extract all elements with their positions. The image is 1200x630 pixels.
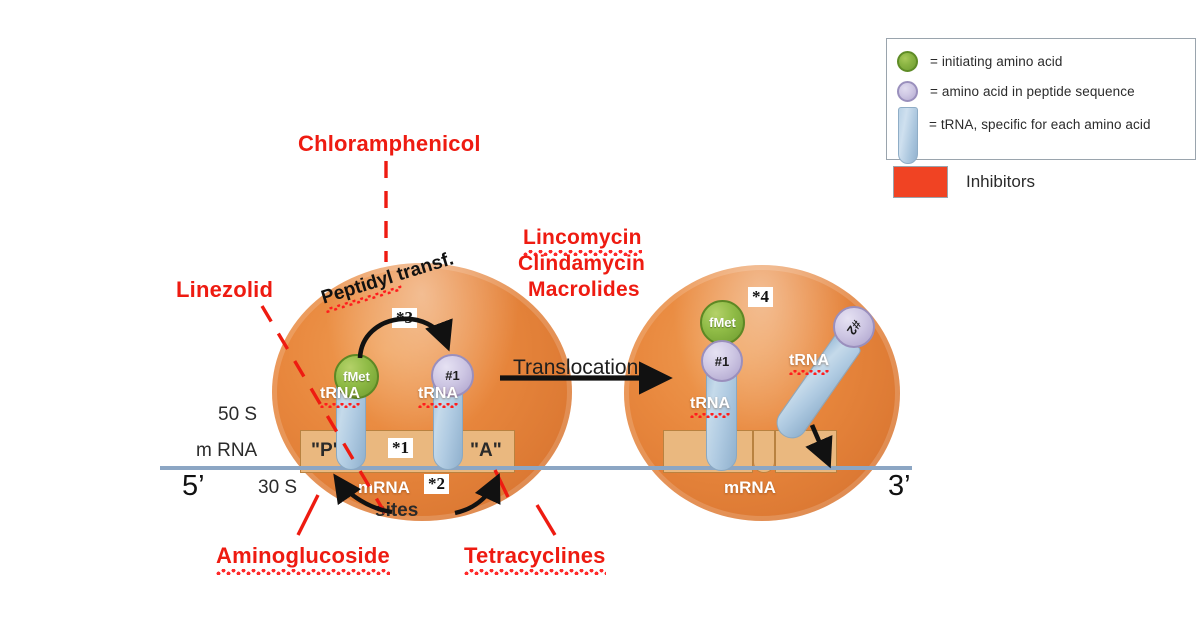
spellcheck-squiggle-icon — [464, 569, 606, 575]
legend-label-initiating-amino-acid: = initiating amino acid — [930, 54, 1063, 69]
step-marker-4: *4 — [748, 287, 773, 307]
inhibitor-label-tetracyclines: Tetracyclines — [464, 543, 606, 575]
legend-label-peptide-amino-acid: = amino acid in peptide sequence — [930, 84, 1135, 99]
legend-label-inhibitors: Inhibitors — [966, 172, 1035, 191]
trna-text-p-left: tRNA — [320, 385, 360, 408]
inhibitor-label-macrolides: Macrolides — [528, 278, 640, 301]
green-circle-icon — [897, 51, 918, 72]
fmet-label-left: fMet — [343, 369, 370, 384]
subunit-50s-label: 50 S — [218, 404, 258, 425]
three-prime-label: 3’ — [888, 470, 911, 502]
a-site-label: "A" — [470, 440, 502, 461]
legend-item-inhibitors: Inhibitors — [893, 166, 1035, 198]
spellcheck-squiggle-icon — [690, 413, 730, 418]
trna-text-a-left: tRNA — [418, 385, 458, 408]
five-prime-label: 5’ — [182, 470, 205, 502]
leader-line-aminoglucoside — [296, 494, 320, 536]
aa2-label-right: #2 — [843, 316, 865, 338]
amino-acid-2-right: #2 — [833, 306, 875, 348]
inhibitor-label-lincomycin: Lincomycin — [523, 226, 642, 256]
legend-item-initiating-amino-acid: = initiating amino acid — [897, 51, 1063, 72]
inhibitor-label-tetracyclines-value: Tetracyclines — [464, 543, 606, 568]
trna-text-a-left-value: tRNA — [418, 385, 458, 402]
fmet-label-right: fMet — [709, 315, 736, 330]
aa1-label-left: #1 — [445, 368, 460, 383]
purple-circle-icon — [897, 81, 918, 102]
amino-acid-1-right: #1 — [701, 340, 743, 382]
trna-text-p-left-value: tRNA — [320, 385, 360, 402]
site-notch-right — [753, 430, 775, 473]
trna-text-incoming-right: tRNA — [789, 352, 829, 375]
mrna-label-right: mRNA — [724, 478, 776, 497]
trna-capsule-icon — [898, 107, 918, 164]
translocation-label: Translocation — [513, 356, 639, 379]
inhibitor-label-lincomycin-value: Lincomycin — [523, 226, 642, 249]
amino-acid-1-left: #1 — [431, 354, 474, 397]
inhibitor-label-aminoglucoside-value: Aminoglucoside — [216, 543, 390, 568]
mrna-label-left: mRNA — [358, 478, 410, 497]
spellcheck-squiggle-icon — [523, 250, 642, 256]
legend-label-trna: = tRNA, specific for each amino acid — [929, 117, 1151, 132]
step-marker-1: *1 — [388, 438, 413, 458]
trna-text-p-right: tRNA — [690, 395, 730, 418]
inhibitor-color-swatch — [893, 166, 948, 198]
inhibitor-label-clindamycin: Clindamycin — [518, 252, 646, 275]
inhibitor-label-chloramphenicol: Chloramphenicol — [298, 131, 481, 156]
subunit-30s-label: 30 S — [258, 477, 298, 498]
step-marker-3: *3 — [392, 308, 417, 328]
step-marker-2: *2 — [424, 474, 449, 494]
sites-label: sites — [375, 500, 419, 521]
inhibitor-label-aminoglucoside: Aminoglucoside — [216, 543, 390, 575]
trna-text-incoming-right-value: tRNA — [789, 352, 829, 369]
amino-acid-fmet-right: fMet — [700, 300, 745, 345]
mrna-outer-label: m RNA — [196, 440, 258, 461]
legend-item-trna: = tRNA, specific for each amino acid — [898, 107, 1151, 164]
aa1-label-right: #1 — [714, 353, 730, 369]
inhibitor-label-linezolid: Linezolid — [176, 277, 274, 302]
spellcheck-squiggle-icon — [418, 403, 458, 408]
mrna-strand-line — [160, 466, 912, 470]
trna-text-p-right-value: tRNA — [690, 395, 730, 412]
spellcheck-squiggle-icon — [789, 370, 829, 375]
legend-item-peptide-amino-acid: = amino acid in peptide sequence — [897, 81, 1135, 102]
spellcheck-squiggle-icon — [320, 403, 360, 408]
legend-panel: = initiating amino acid = amino acid in … — [886, 38, 1196, 164]
spellcheck-squiggle-icon — [216, 569, 390, 575]
